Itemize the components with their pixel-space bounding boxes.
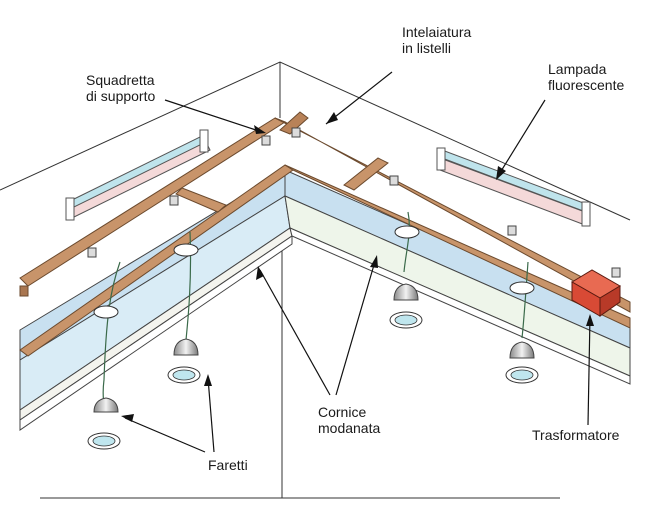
room-outline xyxy=(0,61,631,499)
spot-1 xyxy=(87,397,121,450)
transformer-arrow-line xyxy=(587,315,591,426)
label-spots: Faretti xyxy=(208,457,248,473)
transformer-box xyxy=(571,269,621,317)
label-bracket: Squadretta di supporto xyxy=(86,72,155,104)
spot-2 xyxy=(167,338,201,384)
label-cornice: Cornice modanata xyxy=(318,404,380,436)
cornice-arrow-line-2 xyxy=(335,257,377,396)
cornice-arrow-line-1 xyxy=(259,269,331,396)
spot-4 xyxy=(505,341,539,384)
lamp-arrow-line xyxy=(497,99,546,177)
spot-3 xyxy=(389,283,423,329)
label-lamp-line-1: Lampada xyxy=(548,61,607,77)
label-frame-line-1: Intelaiatura xyxy=(402,24,472,40)
arrow-heads xyxy=(121,112,594,422)
label-transformer: Trasformatore xyxy=(532,427,620,443)
spots-arrow-line-1 xyxy=(124,417,206,453)
label-bracket-line-1: Squadretta xyxy=(86,72,155,88)
label-frame-line-2: in listelli xyxy=(402,40,452,56)
cornice xyxy=(19,169,631,431)
fluorescent-lamp-right xyxy=(436,147,591,227)
cornice-face-left xyxy=(19,195,291,411)
spot-holes xyxy=(93,225,535,319)
spotlights xyxy=(87,283,539,450)
cornice-bottom-left xyxy=(19,235,293,431)
label-frame: Intelaiatura in listelli xyxy=(402,24,471,56)
label-bracket-line-2: di supporto xyxy=(86,88,156,104)
label-cornice-line-1: Cornice xyxy=(318,404,367,420)
support-brackets xyxy=(87,127,621,278)
wooden-frame xyxy=(19,111,631,357)
fluorescent-lamp-left xyxy=(65,129,211,221)
leader-arrows xyxy=(124,71,591,453)
label-lamp-line-2: fluorescente xyxy=(548,77,625,93)
label-cornice-line-2: modanata xyxy=(318,420,381,436)
label-lamp: Lampada fluorescente xyxy=(548,61,624,93)
frame-arrow-line xyxy=(325,71,393,125)
bracket-arrow-line xyxy=(164,99,263,133)
spots-arrow-line-2 xyxy=(207,377,215,453)
